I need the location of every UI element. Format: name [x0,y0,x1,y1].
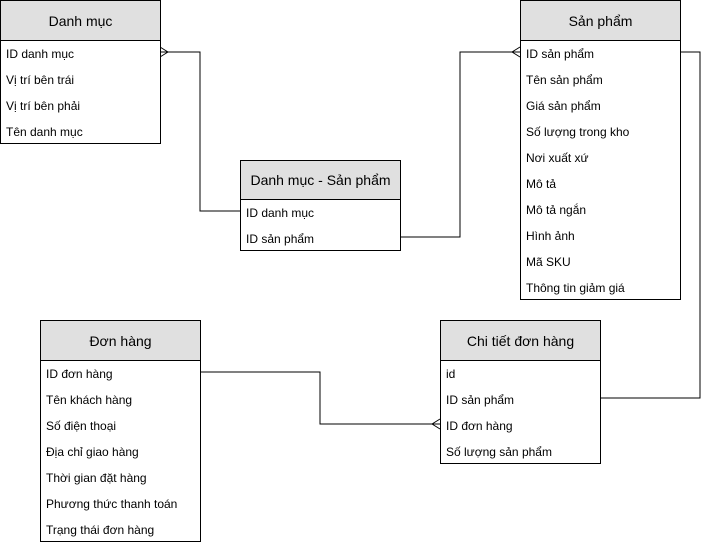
field-row: ID sản phẩm [446,393,515,407]
connector-junction-to-sanpham [400,51,520,238]
crowsfoot-danhmuc [159,46,169,58]
entity-title: Sản phẩm [521,1,680,41]
entity-title: Chi tiết đơn hàng [441,321,600,361]
field-row: Mô tả [526,177,557,191]
field-row: Thời gian đặt hàng [46,471,147,485]
field-row: ID sản phẩm [246,232,315,246]
field-row: Nơi xuất xứ [526,151,589,165]
field-row: ID sản phẩm [526,47,595,61]
crowsfoot-chitiet [431,418,441,430]
entity-title: Danh mục - Sản phẩm [241,161,400,200]
entity-don-hang[interactable]: Đơn hàng ID đơn hàng Tên khách hàng Số đ… [40,320,201,542]
field-row: Tên danh mục [6,125,83,139]
field-row: Giá sản phẩm [526,99,601,113]
field-row: Phương thức thanh toán [46,497,178,511]
field-row: Hình ảnh [526,229,575,243]
field-row: Vị trí bên trái [6,73,75,87]
field-row: Số lượng sản phẩm [446,445,552,459]
field-row: ID đơn hàng [46,367,113,381]
entity-danh-muc[interactable]: Danh mục ID danh mục Vị trí bên trái Vị … [0,0,161,144]
field-row: Địa chỉ giao hàng [46,445,139,459]
entity-chi-tiet-don-hang[interactable]: Chi tiết đơn hàng id ID sản phẩm ID đơn … [440,320,601,464]
field-row: ID đơn hàng [446,419,513,433]
entity-title: Đơn hàng [41,321,200,361]
field-row: Trạng thái đơn hàng [46,523,155,537]
field-row: id [446,367,456,381]
connector-donhang-to-chitiet [200,371,440,425]
field-row: ID danh mục [6,47,75,61]
field-row: Mô tả ngắn [526,203,587,217]
field-row: Vị trí bên phải [6,99,81,113]
field-row: Số điện thoại [46,419,117,433]
field-row: Số lượng trong kho [526,125,630,139]
crowsfoot-sanpham [511,46,521,58]
field-row: Thông tin giảm giá [526,281,625,295]
field-row: Tên sản phẩm [526,73,603,87]
field-row: Mã SKU [526,255,571,269]
field-row: ID danh mục [246,206,315,220]
entity-title: Danh mục [1,1,160,41]
field-row: Tên khách hàng [46,393,133,407]
entity-san-pham[interactable]: Sản phẩm ID sản phẩm Tên sản phẩm Giá sả… [520,0,681,300]
entity-danh-muc-san-pham[interactable]: Danh mục - Sản phẩm ID danh mục ID sản p… [240,160,401,251]
connector-danhmuc-to-junction [160,51,240,212]
